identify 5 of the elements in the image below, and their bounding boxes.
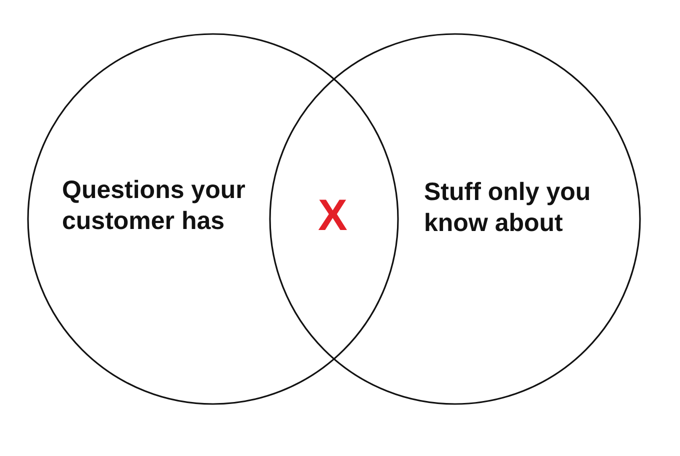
set-circle [269,33,641,405]
set-label: Questions your customer has [62,175,246,237]
set-label: Stuff only you know about [424,177,592,239]
intersection-label: X [318,194,348,238]
set-circle [27,33,399,405]
